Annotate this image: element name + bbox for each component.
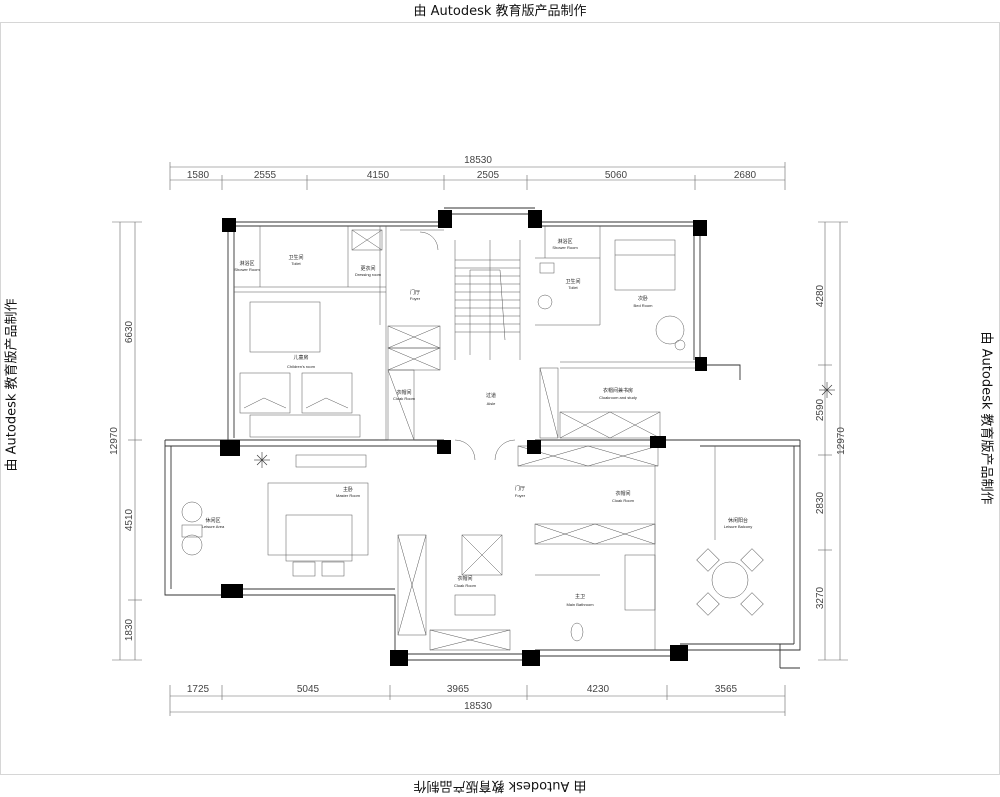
dimension-right: 4280 2590 2830 3270 12970: [815, 221, 848, 661]
dim-bottom-seg-4: 4230: [587, 684, 610, 695]
columns: [220, 210, 707, 666]
partitions: [181, 226, 835, 651]
room-foyer-mid-en: Foyer: [515, 493, 526, 498]
room-leisure-balcony-cn: 休闲阳台: [728, 517, 748, 524]
dim-bottom-seg-3: 3965: [447, 684, 470, 695]
drawing-frame: [0, 22, 1000, 775]
room-cloak-study-cn: 衣帽间兼书房: [603, 387, 633, 394]
dim-top-seg-2: 2555: [254, 170, 277, 181]
room-dressing-cn: 更衣间: [360, 265, 375, 272]
dim-right-total: 12970: [836, 427, 847, 455]
room-leisure-area-en: Leisure Area: [202, 524, 225, 529]
room-dressing-en: Dressing room: [355, 272, 382, 277]
watermark-top: 由 Autodesk 教育版产品制作: [413, 4, 587, 19]
dim-left-seg-1: 6630: [124, 320, 135, 343]
dim-left-seg-3: 1830: [124, 618, 135, 641]
room-foyer-top-cn: 门厅: [410, 289, 420, 296]
room-children-cn: 儿童房: [293, 354, 308, 361]
room-main-bath-en: Main Bathroom: [566, 602, 594, 607]
walls: [164, 207, 801, 669]
dim-top-seg-3: 4150: [367, 170, 390, 181]
room-cloak-left-cn: 衣帽间: [396, 389, 411, 396]
staircase: [454, 240, 521, 360]
dim-bottom-seg-1: 1725: [187, 684, 210, 695]
dim-bottom-seg-2: 5045: [297, 684, 320, 695]
dim-left-seg-2: 4510: [124, 508, 135, 531]
room-main-bath-cn: 主卫: [575, 593, 585, 600]
room-shower-right-cn: 淋浴区: [557, 238, 572, 245]
plant-icon: [819, 382, 835, 398]
room-master-cn: 主卧: [343, 486, 353, 493]
dim-top-seg-1: 1580: [187, 170, 210, 181]
dim-right-seg-3: 2830: [815, 491, 826, 514]
plant-icon: [254, 452, 270, 468]
dimension-left: 6630 4510 1830 12970: [109, 221, 142, 661]
room-children-en: Children's room: [287, 364, 316, 369]
room-shower-left-en: Shower Room: [234, 267, 260, 272]
dimension-bottom: 1725 5045 3965 4230 3565 18530: [169, 684, 786, 716]
room-cloak-mid-right-cn: 衣帽间: [615, 490, 630, 497]
dim-top-seg-4: 2505: [477, 170, 500, 181]
room-cloak-study-en: Cloakroom and study: [599, 395, 637, 400]
room-bedroom-en: Bed Room: [634, 303, 654, 308]
dim-bottom-total: 18530: [464, 701, 492, 712]
dim-top-seg-5: 5060: [605, 170, 628, 181]
room-leisure-area-cn: 休闲区: [205, 517, 220, 524]
room-shower-right-en: Shower Room: [552, 245, 578, 250]
room-cloak-mid-right-en: Cloak Room: [612, 498, 635, 503]
room-leisure-balcony-en: Leisure Balcony: [724, 524, 752, 529]
room-toilet-right-cn: 卫生间: [565, 278, 580, 285]
room-aisle-en: Aisle: [487, 401, 496, 406]
room-toilet-left-cn: 卫生间: [288, 254, 303, 261]
room-foyer-mid-cn: 门厅: [515, 485, 525, 492]
dim-bottom-seg-5: 3565: [715, 684, 738, 695]
dimension-top: 18530 1580 2555 4150 2505 5060 2680: [169, 155, 786, 190]
room-shower-left-cn: 淋浴区: [239, 260, 254, 267]
dim-right-seg-1: 4280: [815, 284, 826, 307]
room-cloak-bottom-cn: 衣帽间: [457, 575, 472, 582]
dim-left-total: 12970: [109, 427, 120, 455]
room-bedroom-cn: 次卧: [638, 295, 648, 302]
dim-right-seg-4: 3270: [815, 586, 826, 609]
room-labels: 淋浴区 Shower Room 卫生间 Toilet 更衣间 Dressing …: [202, 238, 752, 607]
room-aisle-cn: 过道: [486, 392, 496, 399]
room-master-en: Master Room: [336, 493, 361, 498]
dim-right-seg-2: 2590: [815, 398, 826, 421]
dim-top-total: 18530: [464, 155, 492, 166]
room-cloak-bottom-en: Cloak Room: [454, 583, 477, 588]
dim-top-seg-6: 2680: [734, 170, 757, 181]
room-cloak-left-en: Cloak Room: [393, 396, 416, 401]
room-foyer-top-en: Foyer: [410, 296, 421, 301]
room-toilet-left-en: Toilet: [291, 261, 301, 266]
room-toilet-right-en: Toilet: [568, 285, 578, 290]
